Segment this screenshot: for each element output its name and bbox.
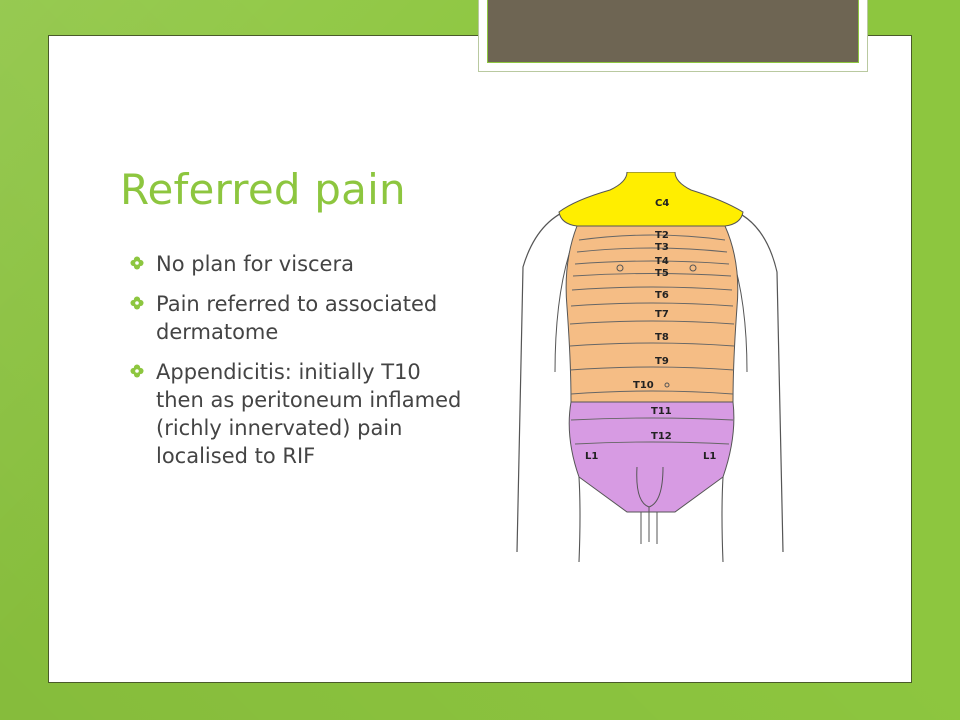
bullet-item: Appendicitis: initially T10 then as peri…	[130, 358, 470, 470]
bullet-list: No plan for viscera Pain referred to ass…	[130, 250, 470, 482]
thoracic-bands	[565, 225, 739, 403]
label-t7: T7	[655, 309, 669, 320]
navel	[664, 382, 670, 388]
left-leg-outline	[578, 476, 581, 562]
label-t12: T12	[651, 431, 672, 442]
bullet-text: Pain referred to associated dermatome	[156, 292, 438, 344]
lumbar-band	[568, 401, 735, 513]
label-l1-left: L1	[585, 451, 598, 462]
label-t2: T2	[655, 230, 669, 241]
clover-bullet-icon	[130, 296, 144, 310]
header-tab	[478, 0, 868, 72]
c4-band	[558, 172, 744, 227]
clover-bullet-icon	[130, 256, 144, 270]
clover-bullet-icon	[130, 364, 144, 378]
left-nipple	[616, 264, 624, 272]
band-lines	[569, 234, 735, 445]
label-t5: T5	[655, 268, 669, 279]
dermatome-figure: C4 T2 T3 T4 T5 T6 T7 T8 T9 T10 T11 T12 L…	[516, 172, 784, 562]
left-arm-outline	[516, 207, 574, 553]
slide-title: Referred pain	[120, 165, 406, 214]
label-t4: T4	[655, 256, 669, 267]
bullet-text: Appendicitis: initially T10 then as peri…	[156, 360, 462, 468]
genitals-outline	[636, 466, 664, 544]
label-t11: T11	[651, 406, 672, 417]
label-t10: T10	[633, 380, 654, 391]
header-tab-fill	[487, 0, 859, 63]
label-t6: T6	[655, 290, 669, 301]
bullet-item: No plan for viscera	[130, 250, 470, 278]
right-leg-outline	[721, 476, 724, 562]
label-t3: T3	[655, 242, 669, 253]
slide-panel	[48, 35, 912, 683]
label-t9: T9	[655, 356, 669, 367]
bullet-item: Pain referred to associated dermatome	[130, 290, 470, 346]
right-nipple	[689, 264, 697, 272]
label-t8: T8	[655, 332, 669, 343]
label-l1-right: L1	[703, 451, 716, 462]
label-c4: C4	[655, 198, 669, 209]
bullet-text: No plan for viscera	[156, 252, 354, 276]
